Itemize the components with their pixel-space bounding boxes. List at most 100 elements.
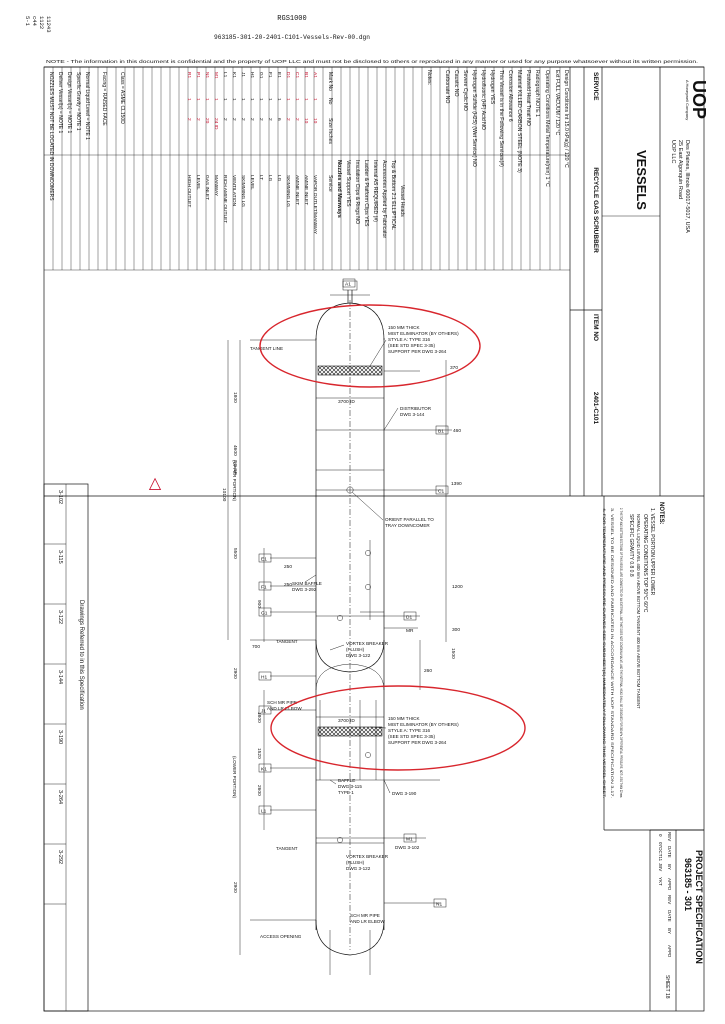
nozzle-cell-size: 2	[267, 118, 273, 121]
dim-300: 300	[452, 627, 460, 633]
nozzle-cell-service: AMINE INLET	[294, 175, 300, 205]
drawings-table: Drawings Referred to in this Specificati…	[43, 483, 89, 1012]
svg-text:(SEE STD SPEC 3-35): (SEE STD SPEC 3-35)	[388, 734, 435, 739]
svg-text:DATE: DATE	[667, 910, 672, 922]
svg-text:UOP LLC: UOP LLC	[670, 140, 676, 163]
nozzle-cell-size: 2	[285, 118, 291, 121]
svg-text:BY: BY	[667, 864, 672, 870]
svg-text:0: 0	[658, 834, 663, 837]
tag-g1: G1	[261, 611, 268, 617]
tag-mr: MR	[406, 628, 414, 634]
mist-eliminator-upper	[317, 365, 383, 376]
nozzle-cell-size: 10	[303, 118, 309, 124]
nozzle-cell-service: SKIMMING LG	[240, 175, 246, 207]
note-line: SPECIFIC GRAVITY 0.8 0.8	[628, 514, 634, 577]
heads-row: Vessel Heads	[399, 185, 405, 217]
callouts: 150 MM THICK MIST ELIMINATOR (BY OTHERS)…	[232, 325, 459, 939]
tag-h1: H1	[261, 675, 267, 681]
nozzle-cell-mark: P1	[195, 72, 201, 78]
tag-a1: A1	[345, 282, 351, 288]
callout-flush: (FLUSH)	[346, 647, 365, 652]
nozzle-cell-mark: G1	[258, 72, 264, 79]
dim-260: 260	[424, 668, 432, 674]
nozzle-cell-no: 1	[294, 98, 300, 101]
doc-file-name: 963185-301-20-2401-C101-Vessels-Rev-00.d…	[214, 34, 370, 41]
drawing-ref: 3-122	[57, 610, 63, 624]
nozzle-cell-size: 2	[294, 118, 300, 121]
project-number: 963185 - 301	[683, 858, 693, 911]
left-code-3: 1122	[38, 16, 45, 29]
callout-dwg-3144: DWG 3-144	[400, 412, 425, 417]
nozzle-cell-size: 2	[195, 118, 201, 121]
dim-1800: 1800	[232, 392, 238, 403]
nozzle-cell-service: RICH AMINE OUTLET	[222, 175, 228, 223]
dim-1200: 1200	[452, 584, 463, 590]
dim-2900: 2900	[232, 668, 238, 679]
callout-support: SUPPORT PER DWG 3-264	[388, 349, 447, 354]
svg-text:Des Plaines, Illinois 60017-50: Des Plaines, Illinois 60017-5017, USA	[684, 140, 690, 233]
tag-d1: D1	[406, 615, 412, 621]
svg-text:Service: Service	[327, 175, 333, 192]
dim-250a: 250	[284, 564, 292, 570]
callout-tangent-line: TANGENT LINE	[250, 346, 283, 351]
left-code-2: c44	[31, 16, 38, 27]
nozzle-cell-service: LT	[258, 175, 264, 180]
tag-m1: M1	[406, 837, 413, 843]
design-rows: Design Conditions Int 15.0 kPa(g) / 120 …	[426, 70, 569, 187]
nozzle-cell-size: 2	[249, 118, 255, 121]
nozzle-cell-no: 1	[186, 98, 192, 101]
svg-text:No: No	[327, 98, 333, 105]
service-label: SERVICE	[592, 72, 599, 101]
highlight-upper-mist-eliminator	[259, 304, 481, 388]
dim-1390: 1390	[451, 481, 462, 487]
drawing-ref: 3-144	[57, 670, 63, 684]
dim-2900b: 2900	[232, 882, 238, 893]
nozzle-cell-mark: H1	[249, 72, 255, 78]
drawing-ref: 3-115	[57, 550, 63, 564]
nozzle-cell-mark: J1	[240, 72, 246, 77]
svg-text:REV: REV	[667, 895, 672, 904]
vessel-drawing: A1 B1 C1 D1 E1 F1 G1 H1 J1 K1 L1 M1 N1 M…	[149, 278, 463, 975]
svg-text:STYLE A: TYPE 316: STYLE A: TYPE 316	[388, 728, 430, 733]
callout-orient: ORIENT PARALLEL TO	[385, 517, 434, 522]
nozzle-cell-mark: A1	[312, 72, 318, 78]
notes-block: NOTES: 1. VESSEL PORTION UPPER LOWER OPE…	[602, 496, 704, 831]
sheet-code: RGS1000	[277, 15, 306, 23]
mist-eliminator-lower	[317, 726, 383, 737]
svg-text:TANGENT: TANGENT	[276, 846, 298, 851]
design-row: This Vessel is in the Following Services…	[498, 70, 504, 167]
nozzle-headers: Mark No No Size Inches Service	[327, 72, 333, 192]
revision-table: REV DATE BY APPD REV DATE BY APPD 0 07OC…	[658, 832, 672, 958]
nozzle-cell-service: LG	[276, 175, 282, 182]
nozzle-cell-no: 1	[267, 98, 273, 101]
svg-text:MIST ELIMINATOR (BY OTHERS): MIST ELIMINATOR (BY OTHERS)	[388, 722, 459, 727]
nozzle-cell-mark: M1	[213, 72, 219, 79]
note-line: OPERATING CONDITIONS TOP 50°C 60°C	[642, 514, 648, 613]
note-line: 1. VESSEL PORTION UPPER LOWER	[649, 508, 655, 596]
nozzle-cell-no: 1	[222, 98, 228, 101]
callout-upper-portion: (UPPER PORTION)	[232, 460, 237, 501]
drawing-ref: 3-264	[57, 790, 63, 804]
design-table: Design Conditions Int 15.0 kPa(g) / 120 …	[44, 67, 570, 271]
svg-text:DWG 3-122: DWG 3-122	[346, 866, 371, 871]
nozzle-cell-mark: N1	[204, 72, 210, 78]
design-row: Hydrofluoric (HF) Acid NO	[480, 70, 486, 130]
svg-text:(FLUSH): (FLUSH)	[346, 860, 365, 865]
callout-dwg-3190: DWG 3-190	[392, 791, 417, 796]
design-row: Postweld Heat Treat NO	[525, 70, 531, 126]
dim-460: 460	[453, 428, 461, 434]
dim-2600: 2600	[256, 785, 262, 796]
nozzle-schedule: Nozzles and Manways Mark No No Size Inch…	[48, 72, 342, 235]
nozzle-cell-service: SKIMMING LG	[285, 175, 291, 207]
nozzle-cell-service: AMINE INLET	[303, 175, 309, 205]
nozzle-cell-mark: R1	[186, 72, 192, 78]
svg-text:UOP: UOP	[689, 80, 709, 119]
top-head	[315, 302, 385, 341]
head-rows: Vessel Heads Top & Bottom 2:1 ELLIPTICAL…	[345, 160, 405, 238]
svg-text:AND LR ELBOW: AND LR ELBOW	[350, 919, 385, 924]
callout-thick: 150 MM THICK	[388, 325, 421, 330]
heads-row: Ladder & Platform Clips YES	[363, 160, 369, 227]
header-block: RGS1000 963185-301-20-2401-C101-Vessels-…	[24, 15, 698, 64]
svg-text:VORTEX BREAKER: VORTEX BREAKER	[346, 854, 389, 859]
dim-1520: 1520	[256, 748, 262, 759]
